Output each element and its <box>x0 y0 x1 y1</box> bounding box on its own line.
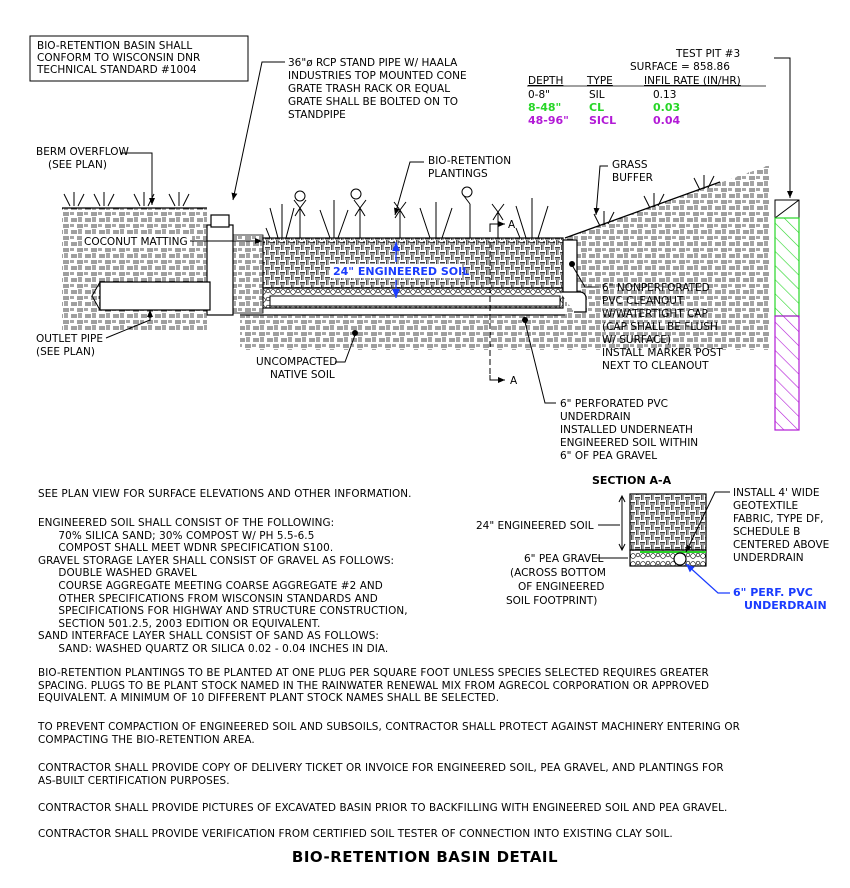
svg-text:8-48": 8-48" <box>528 101 561 114</box>
svg-text:SCHEDULE B: SCHEDULE B <box>733 526 800 538</box>
note-compaction: TO PREVENT COMPACTION OF ENGINEERED SOIL… <box>38 721 740 746</box>
svg-text:CL: CL <box>589 101 604 114</box>
grass-buffer-label: GRASS <box>612 159 648 171</box>
svg-text:UNDERDRAIN: UNDERDRAIN <box>733 552 804 564</box>
svg-text:SOIL FOOTPRINT): SOIL FOOTPRINT) <box>506 595 597 607</box>
svg-text:TYPE: TYPE <box>586 75 613 87</box>
svg-text:DEPTH: DEPTH <box>528 75 563 87</box>
svg-text:6" NONPERFORATED: 6" NONPERFORATED <box>602 282 710 294</box>
svg-text:INSTALL 4' WIDE: INSTALL 4' WIDE <box>733 487 820 499</box>
native-soil-sub: NATIVE SOIL <box>270 369 335 381</box>
section-soil-label: 24" ENGINEERED SOIL <box>476 520 594 532</box>
plantings-sub: PLANTINGS <box>428 168 488 180</box>
svg-text:48-96": 48-96" <box>528 114 569 127</box>
geotextile-note: INSTALL 4' WIDE GEOTEXTILE FABRIC, TYPE … <box>733 487 829 564</box>
svg-text:0-8": 0-8" <box>528 89 550 101</box>
svg-text:TEST PIT #3: TEST PIT #3 <box>675 48 740 60</box>
svg-text:SIL: SIL <box>589 89 605 101</box>
grass-buffer-sub: BUFFER <box>612 172 653 184</box>
svg-text:INFIL RATE (IN/HR): INFIL RATE (IN/HR) <box>644 75 741 87</box>
engineered-soil-label: 24" ENGINEERED SOIL <box>333 265 469 278</box>
svg-text:0.03: 0.03 <box>653 101 680 114</box>
spec-box-line-3: TECHNICAL STANDARD #1004 <box>36 64 197 76</box>
svg-text:INSTALLED UNDERNEATH: INSTALLED UNDERNEATH <box>560 424 693 436</box>
svg-text:6" OF PEA GRAVEL: 6" OF PEA GRAVEL <box>560 450 657 462</box>
svg-text:0.13: 0.13 <box>653 89 676 101</box>
svg-text:STANDPIPE: STANDPIPE <box>288 109 346 121</box>
note-pictures: CONTRACTOR SHALL PROVIDE PICTURES OF EXC… <box>38 802 728 814</box>
note-plantings: BIO-RETENTION PLANTINGS TO BE PLANTED AT… <box>38 667 710 705</box>
pea-gravel-note: 6" PEA GRAVEL (ACROSS BOTTOM OF ENGINEER… <box>506 553 606 607</box>
underdrain-note: 6" PERFORATED PVC UNDERDRAIN INSTALLED U… <box>560 398 698 462</box>
svg-text:(ACROSS BOTTOM: (ACROSS BOTTOM <box>510 567 606 579</box>
svg-text:INSTALL MARKER POST: INSTALL MARKER POST <box>602 347 723 359</box>
svg-text:UNDERDRAIN: UNDERDRAIN <box>744 599 827 612</box>
section-title: SECTION A-A <box>592 474 672 487</box>
svg-text:PVC CLEANOUT: PVC CLEANOUT <box>602 295 684 307</box>
spec-box-line-1: BIO-RETENTION BASIN SHALL <box>37 40 192 52</box>
outlet-pipe-label: OUTLET PIPE <box>36 333 103 345</box>
soil-profile <box>62 165 770 350</box>
cleanout-note: 6" NONPERFORATED PVC CLEANOUT W/WATERTIG… <box>602 282 723 372</box>
stand-pipe-note: 36"ø RCP STAND PIPE W/ HAALA INDUSTRIES … <box>288 57 467 121</box>
test-pit-column <box>774 199 800 431</box>
berm-overflow-sub: (SEE PLAN) <box>48 159 107 171</box>
svg-text:GEOTEXTILE: GEOTEXTILE <box>733 500 798 512</box>
svg-text:ENGINEERED SOIL WITHIN: ENGINEERED SOIL WITHIN <box>560 437 698 449</box>
svg-text:SICL: SICL <box>589 114 616 127</box>
svg-text:6" PERF. PVC: 6" PERF. PVC <box>733 586 813 599</box>
svg-text:UNDERDRAIN: UNDERDRAIN <box>560 411 631 423</box>
test-pit-table: TEST PIT #3 SURFACE = 858.86 DEPTH TYPE … <box>527 48 766 127</box>
svg-text:W/ SURFACE): W/ SURFACE) <box>602 334 671 346</box>
svg-text:6" PERFORATED PVC: 6" PERFORATED PVC <box>560 398 668 410</box>
svg-text:0.04: 0.04 <box>653 114 680 127</box>
svg-text:W/WATERTIGHT CAP: W/WATERTIGHT CAP <box>602 308 708 320</box>
spec-box-line-2: CONFORM TO WISCONSIN DNR <box>37 52 200 64</box>
coconut-label: COCONUT MATTING <box>84 236 188 248</box>
svg-text:36"ø RCP STAND PIPE W/ HAALA: 36"ø RCP STAND PIPE W/ HAALA <box>288 57 458 69</box>
native-soil-label: UNCOMPACTED <box>256 356 337 368</box>
outlet-pipe-sub: (SEE PLAN) <box>36 346 95 358</box>
svg-text:NEXT TO CLEANOUT: NEXT TO CLEANOUT <box>602 360 709 372</box>
svg-text:(CAP SHALL BE FLUSH: (CAP SHALL BE FLUSH <box>602 321 718 333</box>
berm-overflow-label: BERM OVERFLOW <box>36 146 130 158</box>
section-mark-top: A <box>508 219 516 231</box>
note-plan-view: SEE PLAN VIEW FOR SURFACE ELEVATIONS AND… <box>38 488 412 500</box>
section-aa-drawing <box>629 493 707 567</box>
svg-text:CENTERED ABOVE: CENTERED ABOVE <box>733 539 829 551</box>
note-delivery: CONTRACTOR SHALL PROVIDE COPY OF DELIVER… <box>38 762 724 787</box>
svg-text:FABRIC, TYPE DF,: FABRIC, TYPE DF, <box>733 513 823 525</box>
note-verification: CONTRACTOR SHALL PROVIDE VERIFICATION FR… <box>38 828 673 840</box>
svg-text:GRATE TRASH RACK OR EQUAL: GRATE TRASH RACK OR EQUAL <box>288 83 450 95</box>
section-mark-bottom: A <box>510 375 518 387</box>
svg-text:GRATE SHALL BE BOLTED ON TO: GRATE SHALL BE BOLTED ON TO <box>288 96 458 108</box>
spec-box <box>29 35 249 82</box>
note-engineered-soil: ENGINEERED SOIL SHALL CONSIST OF THE FOL… <box>38 517 408 655</box>
svg-text:OF ENGINEERED: OF ENGINEERED <box>518 581 605 593</box>
svg-text:6" PEA GRAVEL: 6" PEA GRAVEL <box>524 553 604 565</box>
plantings-label: BIO-RETENTION <box>428 155 511 167</box>
perf-pvc-note: 6" PERF. PVC UNDERDRAIN <box>733 586 827 612</box>
plantings-icon <box>265 186 549 239</box>
svg-text:INDUSTRIES TOP MOUNTED CONE: INDUSTRIES TOP MOUNTED CONE <box>288 70 467 82</box>
svg-text:SURFACE = 858.86: SURFACE = 858.86 <box>630 61 730 73</box>
drawing-title: BIO-RETENTION BASIN DETAIL <box>291 848 559 866</box>
